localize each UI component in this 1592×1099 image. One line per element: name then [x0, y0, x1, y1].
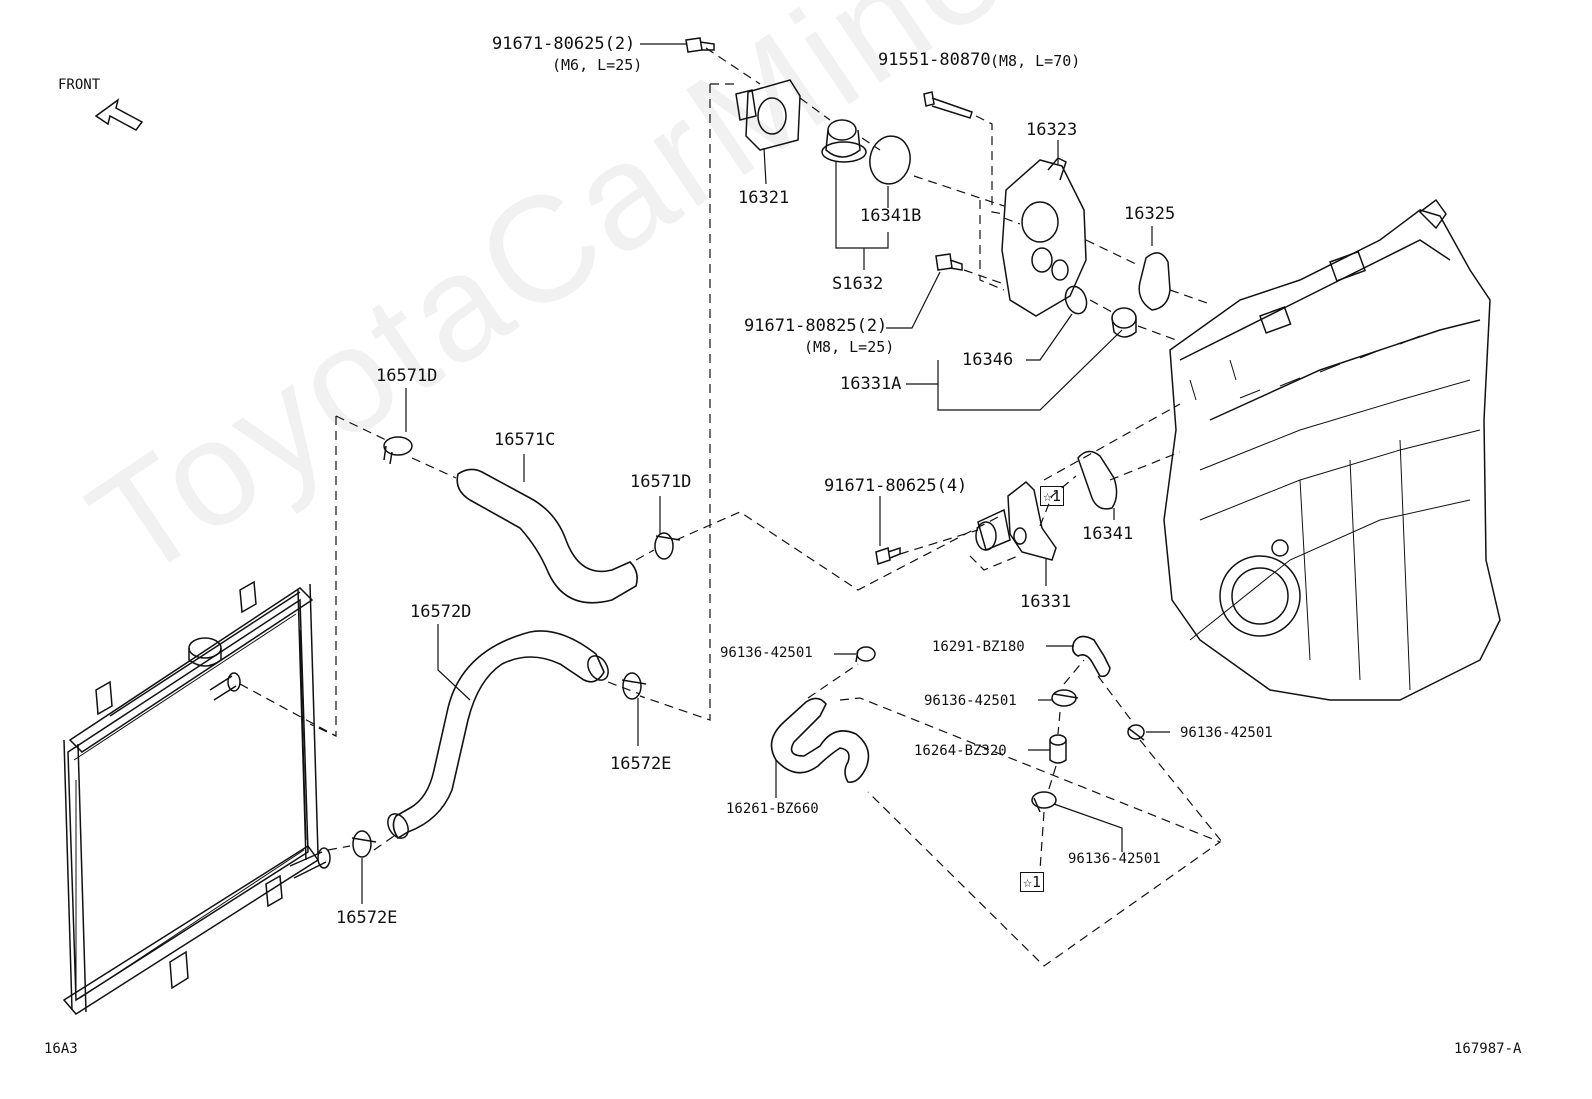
assembly-line [1089, 299, 1177, 341]
o-ring-16341b [869, 135, 911, 185]
lower-radiator-hose [392, 630, 605, 840]
assembly-line [1039, 475, 1077, 527]
clamp-icon [1031, 791, 1057, 813]
callout-16331a: 16331A [840, 374, 902, 394]
callout-16321: 16321 [738, 188, 790, 208]
assembly-line [1109, 451, 1181, 481]
callout-91551-80870: 91551-80870 [878, 50, 991, 70]
callout-96136-42501-d: 96136-42501 [1068, 851, 1161, 867]
assembly-line [963, 269, 1005, 285]
callout-16571d-top: 16571D [376, 366, 438, 386]
hose-clamp-icon [654, 532, 681, 560]
assembly-line [635, 511, 1001, 591]
callout-91671-80625-2-spec: (M6, L=25) [552, 56, 643, 74]
front-arrow-icon [94, 98, 144, 131]
clamp-icon [1051, 689, 1079, 707]
callout-96136-42501-b: 96136-42501 [924, 693, 1017, 709]
assembly-line [1003, 217, 1021, 225]
callout-16291-bz180: 16291-BZ180 [932, 639, 1025, 655]
upper-radiator-hose [456, 468, 638, 604]
assembly-line [239, 683, 337, 737]
assembly-line [1139, 739, 1223, 843]
assembly-line [335, 415, 457, 479]
assembly-line [1043, 403, 1181, 481]
callout-16346: 16346 [962, 350, 1014, 370]
star-mark-upper: ☆1 [1040, 486, 1065, 506]
callout-91551-80870-spec: (M8, L=70) [990, 52, 1081, 70]
hose-clamp-icon [351, 830, 377, 858]
bolt-icon [875, 546, 901, 565]
clamp-icon [855, 646, 876, 663]
callout-91671-80625-4: 91671-80625(4) [824, 476, 968, 496]
callout-16572e-right: 16572E [610, 754, 672, 774]
callout-16325: 16325 [1124, 204, 1176, 224]
callout-16572e-bottom: 16572E [336, 908, 398, 928]
callout-91671-80825-2: 91671-80825(2) [744, 316, 888, 336]
bypass-hose-16291 [1071, 635, 1111, 678]
callout-16323: 16323 [1026, 120, 1078, 140]
footer-left-code: 16A3 [44, 1041, 78, 1057]
assembly-line [913, 175, 1005, 207]
assembly-line [975, 115, 1005, 215]
callout-16261-bz660: 16261-BZ660 [726, 801, 819, 817]
engine-block [1163, 198, 1501, 701]
callout-16571c: 16571C [494, 430, 556, 450]
assembly-line [839, 697, 1222, 967]
assembly-line [705, 47, 881, 151]
assembly-line [1085, 239, 1211, 305]
clamp-icon [1127, 724, 1145, 741]
callout-16331: 16331 [1020, 592, 1072, 612]
thermostat [821, 119, 867, 163]
callout-16572d: 16572D [410, 602, 472, 622]
bypass-hose-16261 [770, 697, 870, 784]
hose-segment-16264 [1049, 734, 1067, 764]
assembly-line [1039, 659, 1085, 871]
assembly-line [639, 84, 711, 721]
plug-16331a [1111, 307, 1137, 338]
callout-91671-80625-2: 91671-80625(2) [492, 34, 636, 54]
callout-16571d-right: 16571D [630, 472, 692, 492]
water-outlet-16323 [1001, 157, 1087, 317]
assembly-line [309, 416, 337, 737]
callout-91671-80825-2-spec: (M8, L=25) [804, 338, 895, 356]
assembly-line [327, 845, 351, 851]
bolt-icon [923, 91, 973, 119]
callout-s1632: S1632 [832, 274, 884, 294]
hose-clamp-icon [383, 436, 413, 465]
water-inlet-16321 [735, 79, 801, 151]
assembly-line [807, 663, 859, 699]
callout-96136-42501-a: 96136-42501 [720, 645, 813, 661]
callout-16341b: 16341B [860, 206, 922, 226]
gasket-16325 [1138, 252, 1171, 311]
radiator [62, 580, 331, 1015]
assembly-line [899, 529, 979, 555]
assembly-line [373, 681, 641, 851]
callout-16341: 16341 [1082, 524, 1134, 544]
gasket-16341 [1077, 450, 1118, 510]
assembly-line [969, 555, 1019, 571]
assembly-line [979, 200, 1005, 291]
footer-right-code: 167987-A [1454, 1041, 1522, 1057]
water-inlet-housing-16331 [975, 481, 1057, 561]
bolt-icon [935, 253, 963, 271]
callout-96136-42501-c: 96136-42501 [1180, 725, 1273, 741]
o-ring-16346 [1064, 285, 1088, 315]
hose-clamp-icon [621, 672, 647, 700]
star-mark-lower: ☆1 [1020, 872, 1045, 892]
front-label: FRONT [58, 77, 101, 93]
assembly-line [1097, 675, 1135, 725]
callout-16264-bz320: 16264-BZ320 [914, 743, 1007, 759]
